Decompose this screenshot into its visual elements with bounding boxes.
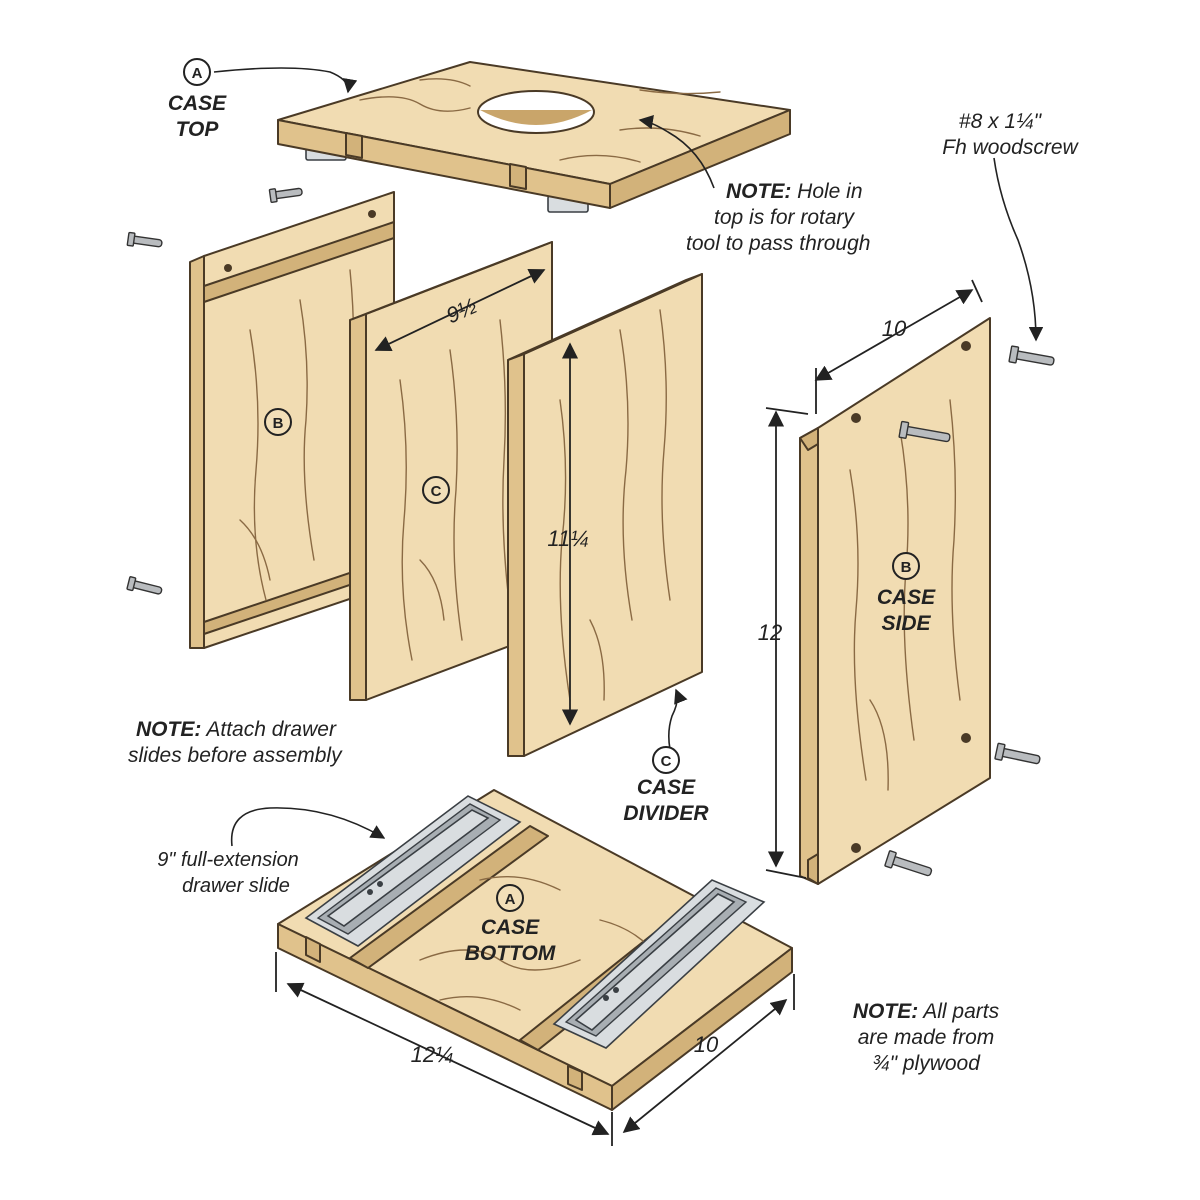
case-side-label: B CASE SIDE <box>877 552 936 635</box>
parts-note-line1: All parts <box>918 1000 999 1023</box>
case-divider-label: C CASE DIVIDER <box>623 746 709 825</box>
case-bottom-line1: CASE <box>481 916 540 939</box>
case-divider-panel <box>507 273 703 757</box>
screw-callout-line1: #8 x 1¼" <box>959 110 1043 133</box>
svg-text:NOTE: Attach drawer: NOTE: Attach drawer <box>136 718 337 741</box>
case-bottom-line2: BOTTOM <box>465 942 556 965</box>
hole-note-line3: tool to pass through <box>686 232 870 255</box>
panel-c-badge: C <box>422 476 450 504</box>
slides-note: NOTE: Attach drawer slides before assemb… <box>128 718 343 767</box>
case-side-panel-right <box>799 317 991 885</box>
hole-note-bold: NOTE: <box>726 180 791 203</box>
slides-note-bold: NOTE: <box>136 718 201 741</box>
slide-callout-line1: 9" full-extension <box>157 849 299 871</box>
screw-icon <box>268 187 303 204</box>
case-top-label: A CASE TOP <box>168 58 227 141</box>
slide-callout-line2: drawer slide <box>182 875 290 897</box>
dim-bottom-length: 12¼ <box>411 1042 454 1067</box>
case-divider-line2: DIVIDER <box>623 802 709 825</box>
hole-note-line2: top is for rotary <box>714 206 856 229</box>
case-bottom-label: A CASE BOTTOM <box>465 884 556 965</box>
dim-side-height: 12 <box>758 620 782 645</box>
screw-icon <box>126 576 163 595</box>
case-side-line1: CASE <box>877 586 936 609</box>
case-divider-line1: CASE <box>637 776 696 799</box>
case-side-letter: B <box>901 559 912 576</box>
parts-note: NOTE: All parts are made from ¾" plywood <box>853 1000 1000 1075</box>
parts-note-bold: NOTE: <box>853 1000 918 1023</box>
parts-note-line2: are made from <box>858 1026 995 1049</box>
drawer-slide-left <box>304 795 522 947</box>
woodscrews <box>126 187 1055 877</box>
parts-note-line3: ¾" plywood <box>872 1052 981 1075</box>
case-side-line2: SIDE <box>881 612 931 635</box>
slides-note-line1: Attach drawer <box>201 718 337 741</box>
screw-icon <box>1008 345 1055 366</box>
screw-callout: #8 x 1¼" Fh woodscrew <box>942 110 1079 159</box>
case-top-line1: CASE <box>168 92 227 115</box>
dim-divider-height: 11¼ <box>547 526 588 551</box>
rotary-tool-hole <box>477 90 595 134</box>
slides-note-line2: slides before assembly <box>128 744 343 767</box>
hole-note: NOTE: Hole in top is for rotary tool to … <box>686 180 870 255</box>
screw-icon <box>898 420 951 443</box>
hole-note-line1: Hole in <box>791 180 862 203</box>
dim-bottom-depth: 10 <box>694 1032 719 1057</box>
screw-callout-line2: Fh woodscrew <box>942 136 1079 159</box>
case-bottom-letter: A <box>505 891 516 908</box>
dimension-lines <box>275 268 983 1146</box>
screw-icon <box>884 850 933 877</box>
case-top-panel <box>277 61 791 213</box>
svg-text:NOTE: Hole in: NOTE: Hole in <box>726 180 863 203</box>
panel-b-letter: B <box>273 415 284 432</box>
svg-text:NOTE: All parts: NOTE: All parts <box>853 1000 1000 1023</box>
panel-b-badge: B <box>264 408 292 436</box>
dim-side-width: 10 <box>882 316 907 341</box>
case-top-letter: A <box>192 65 203 82</box>
case-top-line2: TOP <box>176 118 220 141</box>
slide-callout: 9" full-extension drawer slide <box>157 849 299 897</box>
panel-c-letter: C <box>431 483 442 500</box>
screw-icon <box>994 742 1041 765</box>
screw-icon <box>126 231 163 248</box>
case-divider-letter: C <box>661 753 672 770</box>
